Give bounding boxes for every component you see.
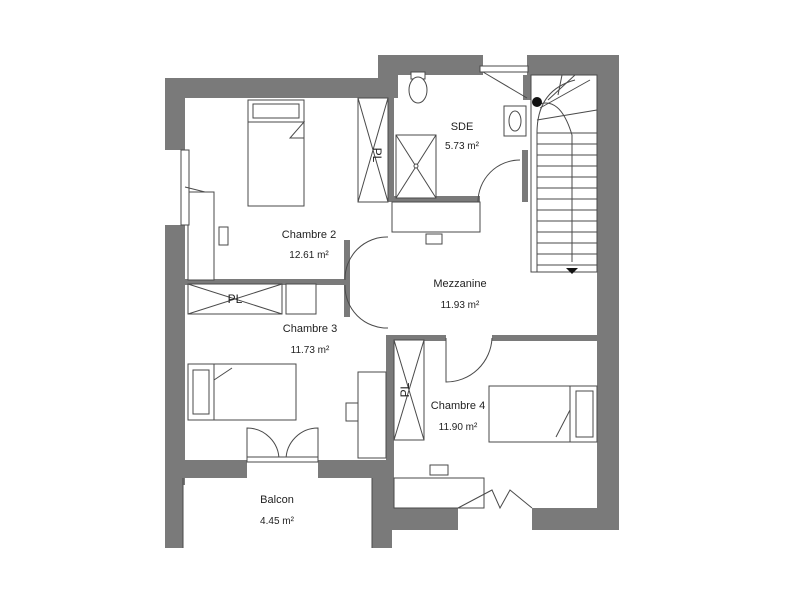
room-labels: Chambre 2 12.61 m² SDE 5.73 m² Mezzanine… (228, 121, 487, 527)
interior-walls (185, 75, 597, 510)
pl-chambre-2: PL (370, 148, 384, 163)
stair-newel-icon (532, 97, 542, 107)
pl-chambre-4: PL (398, 382, 412, 397)
pl-chambre-3: PL (228, 292, 243, 306)
chambre-3-furniture (187, 283, 387, 463)
sde-name: SDE (451, 121, 474, 133)
stair-arrow-icon (566, 268, 578, 274)
chambre-3-name: Chambre 3 (283, 323, 337, 335)
chambre-4-area: 11.90 m² (439, 422, 478, 433)
staircase (530, 74, 598, 274)
balcon-area-label: 4.45 m² (260, 516, 295, 527)
balcon-name: Balcon (260, 494, 294, 506)
mezzanine-furniture (344, 159, 521, 383)
mezzanine-name: Mezzanine (433, 278, 486, 290)
chambre-2-area: 12.61 m² (289, 250, 329, 261)
mezzanine-area: 11.93 m² (441, 300, 480, 311)
sde-area: 5.73 m² (445, 141, 480, 152)
chambre-3-area: 11.73 m² (291, 345, 330, 356)
chambre-2-name: Chambre 2 (282, 229, 336, 241)
sde-fixtures (395, 65, 529, 199)
chambre-4-furniture (393, 339, 598, 510)
chambre-4-name: Chambre 4 (431, 400, 485, 412)
chambre-2-furniture (180, 97, 389, 281)
balcon-area (182, 478, 373, 548)
